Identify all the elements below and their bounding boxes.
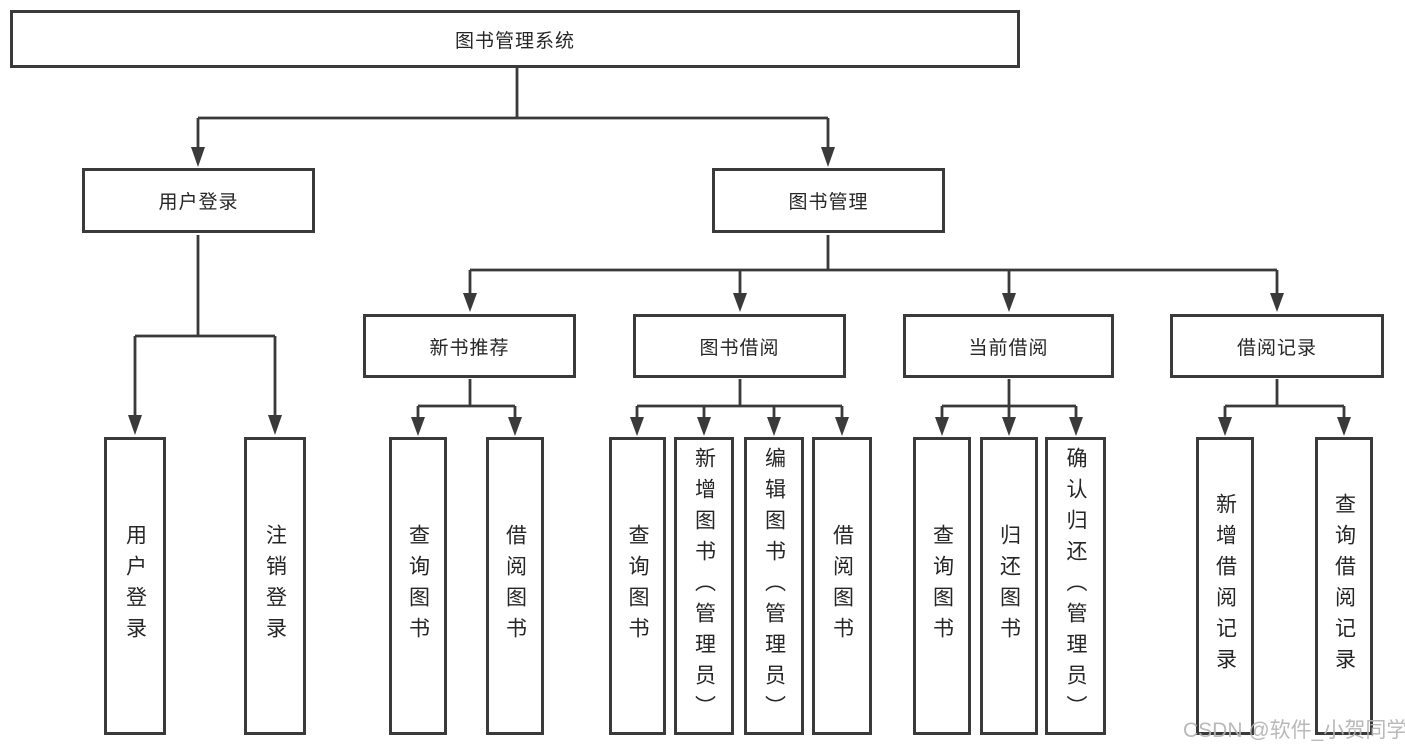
branch-node-user-login: 用户登录 — [82, 168, 315, 233]
leaf-node-label: 查询图书 — [406, 524, 430, 648]
branch-node-label: 用户登录 — [158, 192, 239, 213]
branch-node-book-borrowing: 图书借阅 — [633, 314, 846, 378]
csdn-watermark: CSDN @软件_小贺同学 — [1183, 719, 1405, 742]
leaf-node-confirm-return-admin: 确认归还（管理员） — [1045, 437, 1106, 735]
leaf-node-user-login: 用户登录 — [104, 437, 166, 735]
leaf-node-label: 查询借阅记录 — [1332, 493, 1356, 679]
root-node-library-management-system: 图书管理系统 — [10, 10, 1020, 68]
leaf-node-query-books-3: 查询图书 — [913, 437, 971, 735]
branch-node-label: 借阅记录 — [1236, 337, 1317, 359]
leaf-node-label: 借阅图书 — [503, 524, 527, 648]
leaf-node-label: 用户登录 — [123, 524, 147, 648]
leaf-node-label: 查询图书 — [626, 524, 649, 648]
leaf-node-borrow-books-1: 借阅图书 — [486, 437, 544, 735]
leaf-node-edit-books-admin: 编辑图书（管理员） — [744, 437, 804, 735]
leaf-node-label: 查询图书 — [930, 524, 954, 648]
leaf-node-query-books-2: 查询图书 — [609, 437, 666, 735]
leaf-node-label: 确认归还（管理员） — [1064, 446, 1087, 726]
leaf-node-label: 归还图书 — [997, 524, 1021, 648]
leaf-node-add-borrow-record: 新增借阅记录 — [1196, 437, 1254, 735]
arrowheads — [128, 147, 1351, 436]
leaf-node-label: 新增借阅记录 — [1213, 493, 1237, 679]
branch-node-current-borrowing: 当前借阅 — [903, 314, 1114, 378]
leaf-node-add-books-admin: 新增图书（管理员） — [674, 437, 734, 735]
leaf-node-query-borrow-record: 查询借阅记录 — [1315, 437, 1373, 735]
branch-node-borrowing-records: 借阅记录 — [1170, 314, 1384, 378]
branch-node-label: 图书管理 — [788, 192, 869, 213]
leaf-node-query-books-1: 查询图书 — [389, 437, 447, 735]
leaf-node-logout: 注销登录 — [244, 437, 306, 735]
leaf-node-borrow-books-2: 借阅图书 — [812, 437, 872, 735]
branch-node-label: 当前借阅 — [968, 337, 1049, 359]
branch-node-book-management: 图书管理 — [712, 168, 945, 233]
leaf-node-return-books: 归还图书 — [980, 437, 1038, 735]
leaf-node-label: 新增图书（管理员） — [692, 446, 716, 726]
root-node-label: 图书管理系统 — [454, 30, 575, 52]
leaf-node-label: 编辑图书（管理员） — [762, 446, 786, 726]
leaf-node-label: 注销登录 — [263, 524, 287, 648]
branch-node-label: 图书借阅 — [699, 337, 780, 359]
leaf-node-label: 借阅图书 — [830, 524, 854, 648]
branch-node-label: 新书推荐 — [429, 337, 510, 359]
branch-node-new-book-recommend: 新书推荐 — [363, 314, 576, 378]
